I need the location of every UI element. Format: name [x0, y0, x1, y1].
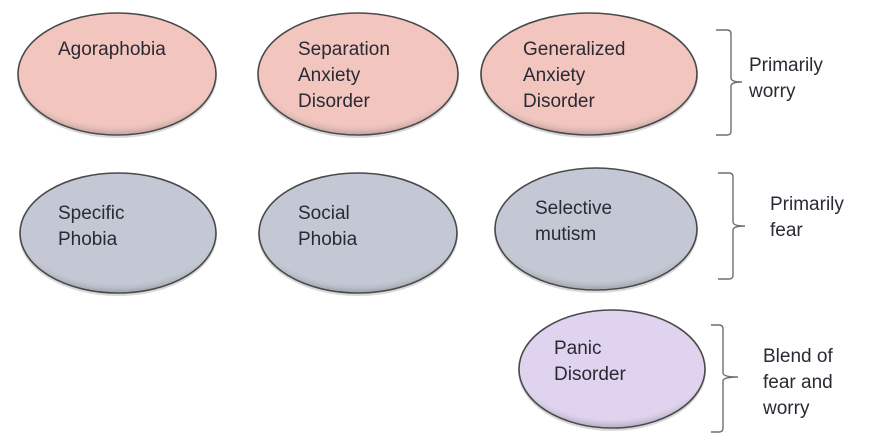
- group-label: fear: [770, 220, 803, 241]
- node-shading: [259, 14, 457, 134]
- node-label: Agoraphobia: [58, 39, 166, 60]
- node-label: Generalized: [523, 39, 625, 60]
- node-label: Disorder: [298, 91, 370, 112]
- group-label: Primarily: [770, 194, 844, 215]
- curly-brace-icon: [716, 29, 743, 136]
- group-label: worry: [762, 398, 810, 419]
- node-label: Specific: [58, 203, 125, 224]
- node-shading: [21, 174, 215, 292]
- node-label: Selective: [535, 198, 612, 219]
- node-label: Anxiety: [298, 65, 361, 86]
- group-label: worry: [748, 81, 796, 102]
- node-shading: [520, 311, 704, 427]
- node-label: mutism: [535, 224, 596, 245]
- node-label: Disorder: [554, 364, 626, 385]
- curly-brace-icon: [711, 324, 739, 433]
- node-shading: [482, 14, 696, 134]
- node-shading: [260, 174, 456, 292]
- node-label: Disorder: [523, 91, 595, 112]
- node-label: Panic: [554, 338, 602, 359]
- curly-brace-icon: [718, 172, 746, 280]
- node-selective-mutism: Selective mutism: [494, 167, 698, 293]
- group-label: fear and: [763, 372, 833, 393]
- group-blend: Blend of fear and worry: [711, 324, 833, 433]
- node-agoraphobia: Agoraphobia: [17, 12, 217, 138]
- group-label: Primarily: [749, 55, 823, 76]
- node-shading: [19, 14, 215, 134]
- node-label: Social: [298, 203, 350, 224]
- node-label: Separation: [298, 39, 390, 60]
- node-label: Phobia: [58, 229, 118, 250]
- group-fear: Primarily fear: [718, 172, 844, 280]
- group-label: Blend of: [763, 346, 833, 367]
- node-label: Anxiety: [523, 65, 586, 86]
- node-label: Phobia: [298, 229, 358, 250]
- group-worry: Primarily worry: [716, 29, 823, 136]
- node-shading: [496, 169, 696, 289]
